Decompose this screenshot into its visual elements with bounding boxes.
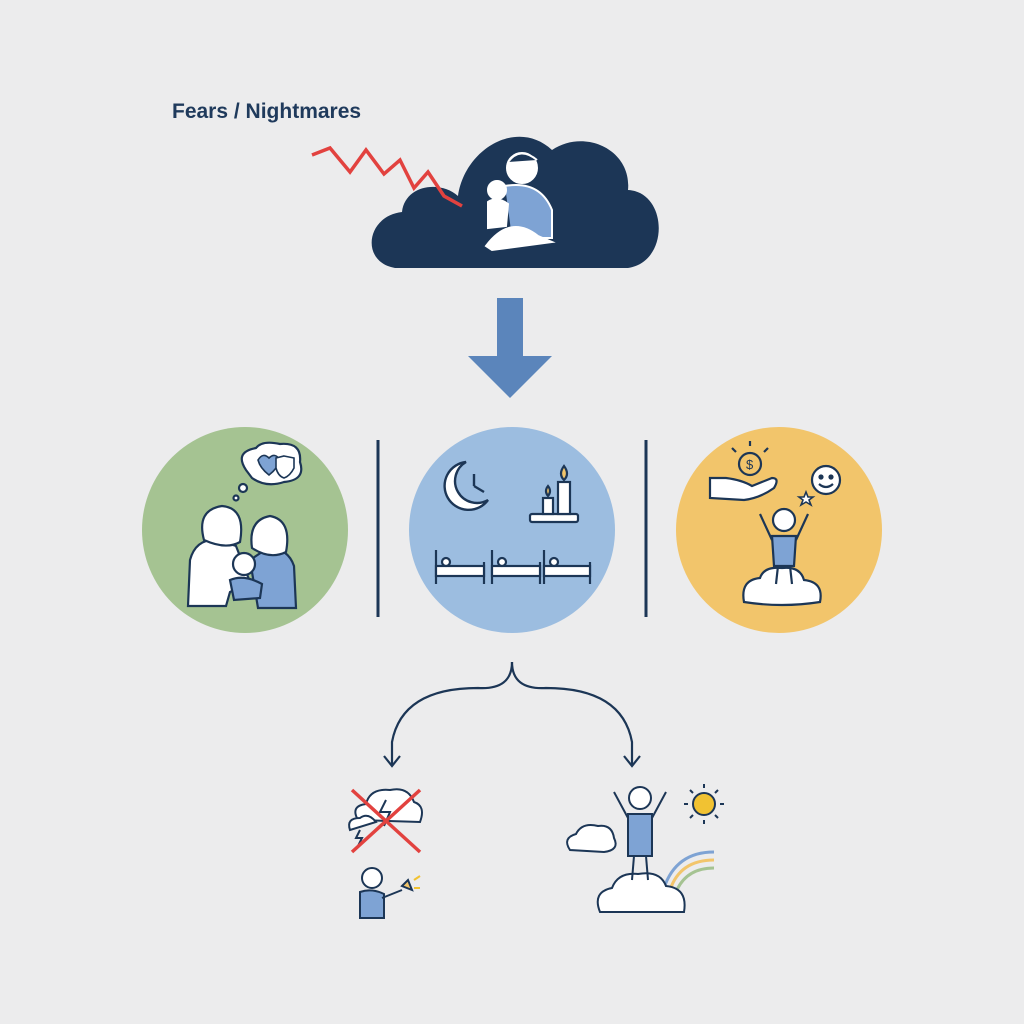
bed-icon <box>434 550 592 584</box>
lightning-icon <box>311 145 463 208</box>
cheering-child-icon <box>742 507 822 607</box>
down-arrow <box>468 298 552 398</box>
branch-connector <box>383 661 641 768</box>
crossed-storm-icon <box>348 788 423 854</box>
smiley-icon <box>810 464 842 496</box>
moon-clock-icon <box>443 460 489 512</box>
child-with-flashlight-icon <box>359 867 421 919</box>
shield-icon <box>275 455 295 479</box>
happy-child-on-cloud-icon <box>596 786 686 913</box>
sun-icon <box>684 784 724 824</box>
coin-hand-icon: $ <box>708 441 778 502</box>
routine-circle <box>409 427 615 633</box>
rainbow-icon <box>662 850 715 893</box>
candle-icon <box>528 464 580 524</box>
diagram-title: Fears / Nightmares <box>172 100 362 123</box>
svg-text:$: $ <box>746 457 754 472</box>
family-hug-icon <box>186 504 298 610</box>
comfort-circle <box>142 427 348 633</box>
scared-parent-child-icon <box>484 152 556 252</box>
small-cloud-icon <box>566 824 617 854</box>
star-icon <box>796 489 816 507</box>
reward-circle: $ <box>676 427 882 633</box>
